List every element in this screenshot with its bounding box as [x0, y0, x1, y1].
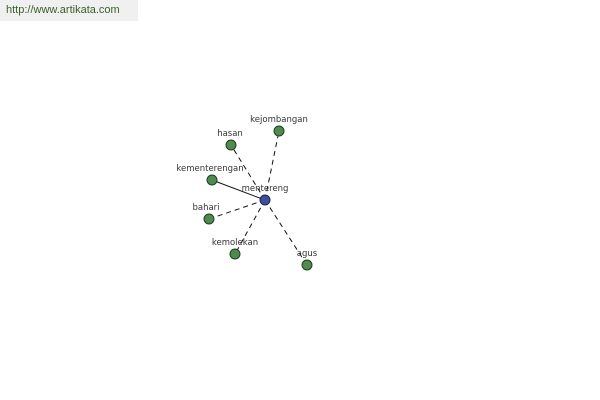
node-kementerengan[interactable] [206, 174, 218, 186]
node-center-mentereng[interactable] [259, 194, 271, 206]
graph-labels: kejombangan hasan kementerengan bahari k… [176, 115, 317, 259]
edge-kemolekan [234, 199, 266, 255]
edge-agus [264, 199, 308, 266]
edge-kementerengan [211, 179, 266, 201]
label-kemolekan[interactable]: kemolekan [212, 238, 258, 248]
edge-hasan [230, 144, 266, 201]
label-kejombangan[interactable]: kejombangan [250, 115, 308, 125]
source-link[interactable]: http://www.artikata.com [6, 4, 120, 16]
graph-nodes [203, 125, 313, 271]
graph-edges [208, 130, 308, 266]
label-hasan[interactable]: hasan [217, 129, 243, 139]
node-kemolekan[interactable] [229, 248, 241, 260]
node-hasan[interactable] [225, 139, 237, 151]
source-bar: http://www.artikata.com [0, 0, 138, 21]
label-bahari[interactable]: bahari [192, 203, 219, 213]
label-center-mentereng[interactable]: mentereng [242, 184, 289, 194]
node-bahari[interactable] [203, 213, 215, 225]
node-kejombangan[interactable] [273, 125, 285, 137]
edge-kejombangan [264, 130, 280, 201]
node-agus[interactable] [301, 259, 313, 271]
label-kementerengan[interactable]: kementerengan [176, 164, 243, 174]
label-agus[interactable]: agus [297, 249, 318, 259]
edge-bahari [208, 199, 266, 220]
